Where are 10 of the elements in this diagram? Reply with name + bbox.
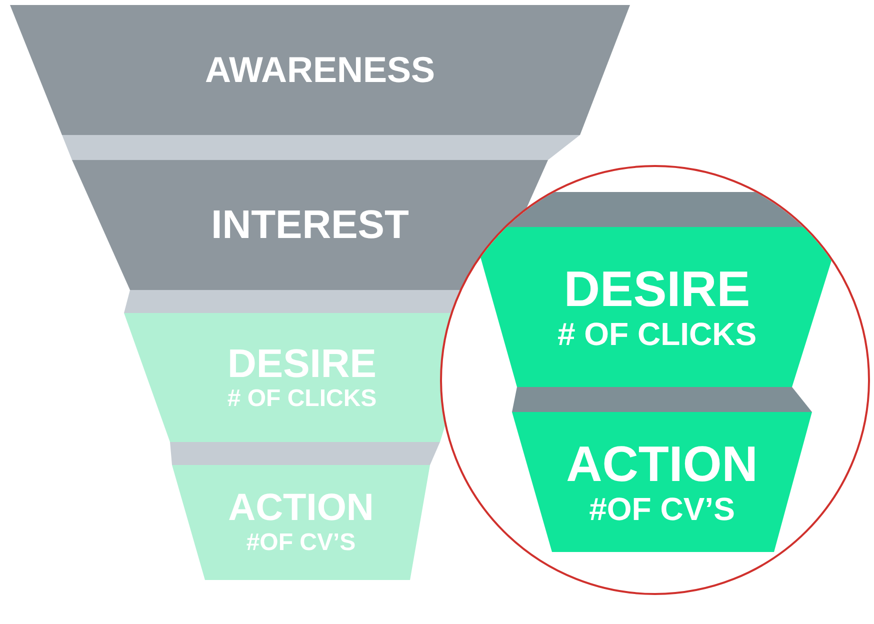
metric-label: # OF CLICKS	[557, 316, 757, 352]
metric-label: #OF CV’S	[589, 492, 735, 528]
stage-title: INTEREST	[211, 203, 409, 247]
stage-title: DESIRE	[564, 262, 750, 317]
stage-title: DESIRE	[228, 342, 376, 386]
stage-title: ACTION	[228, 488, 374, 530]
metric-label: #OF CV’S	[246, 530, 356, 557]
stage-title: AWARENESS	[204, 50, 436, 90]
stage-title: ACTION	[566, 436, 758, 492]
metric-label: # OF CLICKS	[227, 386, 377, 413]
